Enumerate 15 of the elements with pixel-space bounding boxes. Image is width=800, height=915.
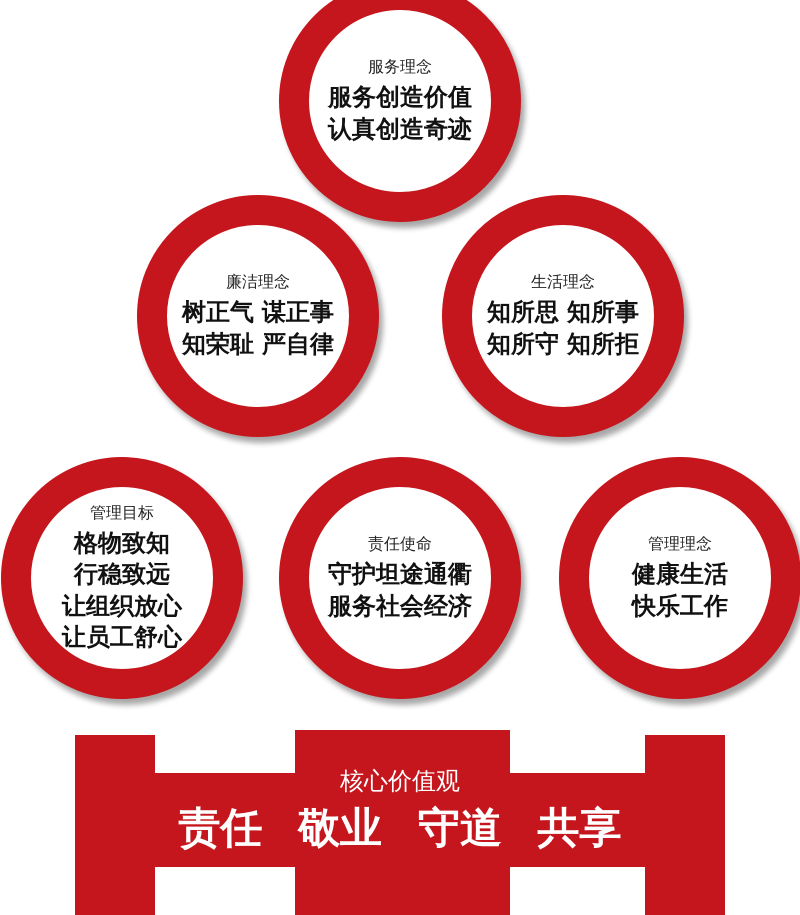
motto-text: 服务创造价值认真创造奇迹 [328,82,472,144]
motto-text: 健康生活快乐工作 [632,559,728,622]
heading-text: 服务理念 [368,57,432,78]
pedestal-shape [75,730,725,915]
heading-text: 核心价值观 [339,766,461,797]
motto-text: 守护坦途通衢服务社会经济 [328,559,472,622]
heading-text: 管理理念 [648,534,712,556]
heading-text: 责任使命 [368,534,432,556]
motto-text: 格物致知行稳致远让组织放心让员工舒心 [62,528,182,653]
heading-text: 廉洁理念 [226,272,290,294]
heading-text: 生活理念 [531,272,595,294]
values-text: 责任 敬业 守道 共享 [178,802,622,854]
heading-text: 管理目标 [90,503,154,524]
motto-text: 知所思 知所事知所守 知所拒 [486,297,640,360]
motto-text: 树正气 谋正事知荣耻 严自律 [182,297,334,360]
